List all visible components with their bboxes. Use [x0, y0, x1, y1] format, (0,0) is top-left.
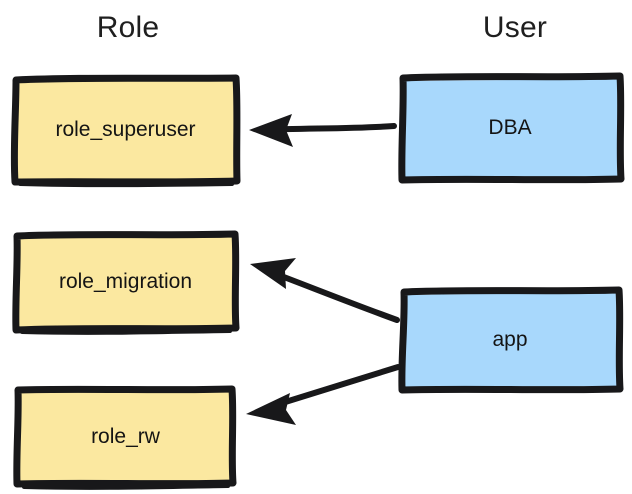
node-dba-border [398, 72, 625, 184]
node-dba-fill [404, 79, 619, 178]
edge-app-to-role-migration [250, 258, 400, 323]
edge-dba-to-role-superuser-arrowhead [249, 114, 293, 147]
node-role-superuser-border-accent [18, 182, 234, 188]
node-role-migration-border-accent [20, 329, 232, 335]
node-role-superuser[interactable] [10, 74, 241, 188]
node-role-superuser-fill [17, 80, 236, 180]
edge-app-to-role-migration-arrowhead [250, 258, 296, 289]
node-role-migration-border [12, 230, 240, 334]
edge-app-to-role-rw [246, 364, 401, 425]
edge-dba-to-role-superuser [249, 114, 397, 147]
edge-app-to-role-rw-arrowhead [246, 393, 296, 425]
column-header-user: User [482, 11, 548, 44]
node-role-rw[interactable] [13, 385, 237, 490]
node-role-rw-border [13, 385, 237, 488]
node-dba[interactable] [398, 72, 625, 184]
column-header-role: Role [96, 11, 160, 44]
edge-app-to-role-migration-line [265, 268, 400, 323]
node-app[interactable] [398, 286, 624, 394]
node-role-rw-fill [19, 389, 233, 483]
node-role-migration-fill [18, 235, 234, 328]
node-app-border [398, 286, 624, 394]
node-role-migration[interactable] [12, 230, 240, 335]
node-role-rw-border-accent [22, 484, 230, 490]
node-app-fill [404, 292, 618, 388]
node-role-superuser-border [10, 74, 241, 186]
